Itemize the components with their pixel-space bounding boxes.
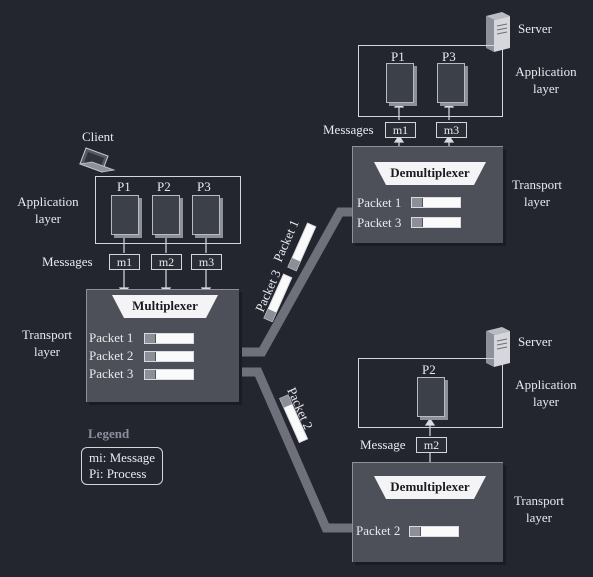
client-message-m2: m2: [151, 254, 182, 270]
server1-application-box: [358, 45, 503, 117]
client-process-label-p3: P3: [197, 179, 211, 194]
server2-transport-line1: Transport: [513, 493, 565, 508]
server1-transport-label: Transport layer: [506, 176, 568, 210]
server1-app-line2: layer: [533, 81, 559, 96]
client-application-box: [95, 176, 241, 244]
client-packet3-bar: [144, 369, 194, 380]
server1-packet3-bar: [411, 217, 461, 228]
server1-process-p3: [437, 63, 465, 103]
server2-packet2-label: Packet 2: [356, 523, 401, 538]
server2-transport-line2: layer: [526, 510, 552, 525]
link-to-server2: [238, 367, 352, 533]
legend-line1: mi: Message: [89, 450, 156, 465]
client-packet3-label: Packet 3: [89, 366, 134, 381]
server1-label: Server: [518, 21, 552, 36]
multiplexer-label: Multiplexer: [132, 298, 198, 313]
client-label: Client: [82, 129, 114, 144]
link-to-server1: [238, 207, 352, 357]
multiplexer-shape: [112, 295, 218, 318]
client-messages-label: Messages: [42, 254, 93, 269]
server2-message-m2: m2: [416, 437, 447, 453]
client-process-label-p2: P2: [157, 179, 171, 194]
server2-message-label: Message: [360, 437, 406, 452]
server2-demultiplexer-shape: [374, 476, 486, 499]
laptop-icon: [78, 147, 116, 173]
server2-process-label-p2: P2: [422, 362, 436, 377]
server1-demultiplexer-shape: [374, 162, 486, 185]
client-message-m3: m3: [191, 254, 222, 270]
client-process-p3: [192, 195, 220, 235]
client-process-p1: [111, 195, 139, 235]
legend-box: mi: Message Pi: Process: [81, 447, 164, 485]
server2-packet2-bar: [409, 526, 459, 537]
client-app-layer-line1: Application: [17, 194, 79, 209]
server1-transport-line1: Transport: [511, 177, 563, 192]
server2-transport-label: Transport layer: [508, 492, 570, 526]
server2-app-line2: layer: [533, 394, 559, 409]
client-message-m1: m1: [109, 254, 140, 270]
client-packet1-label: Packet 1: [89, 330, 134, 345]
server1-messages-label: Messages: [323, 122, 374, 137]
server1-process-label-p3: P3: [442, 49, 456, 64]
legend-line2: Pi: Process: [89, 466, 147, 481]
server2-label: Server: [518, 334, 552, 349]
server1-packet1-label: Packet 1: [357, 195, 402, 210]
client-packet2-bar: [144, 351, 194, 362]
client-process-p2: [152, 195, 180, 235]
client-app-layer-line2: layer: [35, 211, 61, 226]
server1-message-m1: m1: [385, 122, 416, 138]
upper-link-packet-bars: [263, 222, 317, 322]
server1-packet3-label: Packet 3: [357, 215, 402, 230]
client-packet1-bar: [144, 333, 194, 344]
server1-app-layer-label: Application layer: [508, 63, 584, 97]
client-transport-line1: Transport: [21, 327, 73, 342]
server1-demultiplexer-label: Demultiplexer: [390, 165, 470, 180]
server1-icon: [486, 12, 510, 52]
client-process-label-p1: P1: [117, 179, 131, 194]
client-transport-line2: layer: [34, 344, 60, 359]
server2-application-box: [358, 358, 503, 428]
server1-transport-line2: layer: [524, 194, 550, 209]
server1-process-p1: [386, 63, 414, 103]
server1-app-line1: Application: [515, 64, 577, 79]
client-app-layer-label: Application layer: [14, 193, 82, 227]
server1-packet1-bar: [411, 197, 461, 208]
server2-app-layer-label: Application layer: [508, 376, 584, 410]
server2-demultiplexer-label: Demultiplexer: [390, 479, 470, 494]
lower-link-packet-bar: [279, 394, 309, 444]
server2-app-line1: Application: [515, 377, 577, 392]
server1-process-label-p1: P1: [391, 49, 405, 64]
client-transport-label: Transport layer: [18, 326, 76, 360]
server1-message-m3: m3: [436, 122, 467, 138]
server2-process-p2: [417, 377, 445, 417]
legend-title: Legend: [88, 426, 130, 441]
client-packet2-label: Packet 2: [89, 348, 134, 363]
